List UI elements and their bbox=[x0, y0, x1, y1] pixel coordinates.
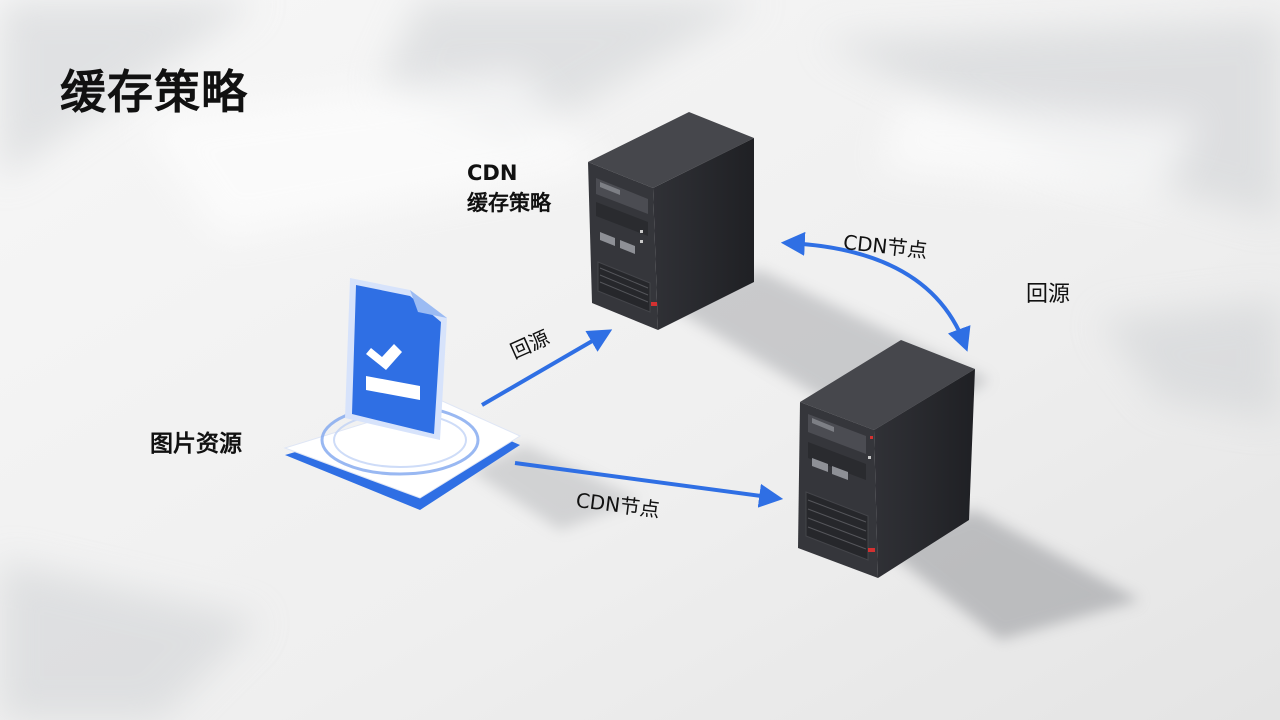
cdn-strategy-line2: 缓存策略 bbox=[467, 191, 551, 215]
cdn-strategy-line1: CDN bbox=[467, 161, 518, 185]
server-bottom-shadow bbox=[880, 510, 1140, 640]
arrow-cdn-node-1 bbox=[514, 461, 784, 508]
cdn-strategy-label: CDN 缓存策略 bbox=[467, 158, 551, 218]
file-shadow bbox=[470, 445, 640, 530]
server-top-icon bbox=[588, 112, 754, 330]
broken-image-file-icon bbox=[283, 278, 522, 510]
page-title: 缓存策略 bbox=[60, 65, 248, 119]
back-to-origin-label-2: 回源 bbox=[1026, 282, 1071, 307]
server-bottom-icon bbox=[798, 340, 975, 578]
image-resource-label: 图片资源 bbox=[150, 431, 242, 457]
arrow-back-to-origin-1 bbox=[480, 329, 613, 407]
arrow-cdn-node-loop bbox=[780, 231, 971, 352]
